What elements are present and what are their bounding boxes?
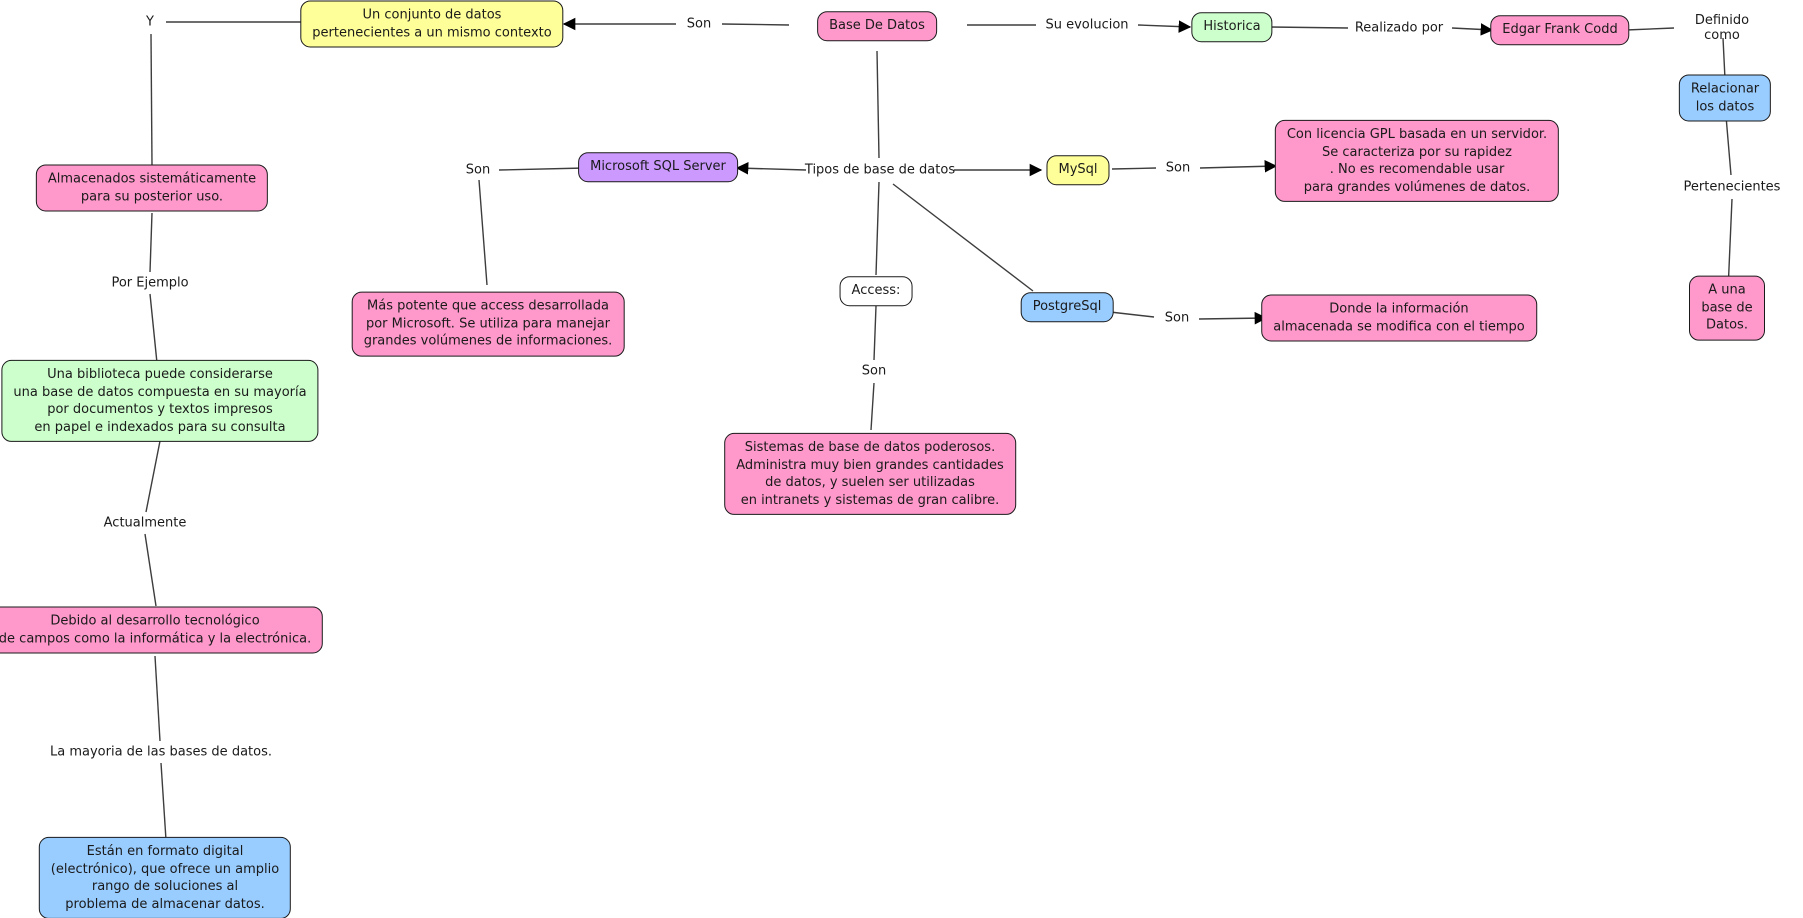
- connector-line: [1727, 198, 1733, 292]
- connector-line: [154, 655, 161, 742]
- linking-phrase-la-mayoria[interactable]: La mayoria de las bases de datos.: [50, 744, 272, 760]
- linking-phrase-su-evolucion[interactable]: Su evolucion: [1045, 17, 1129, 33]
- concept-relacionar-los-datos[interactable]: Relacionar los datos: [1678, 74, 1772, 122]
- connector-line: [1137, 20, 1192, 33]
- connector-line: [892, 183, 1034, 292]
- connector-line: [478, 179, 488, 286]
- connector-line: [149, 212, 153, 273]
- concept-access[interactable]: Access:: [839, 276, 913, 306]
- concept-microsoft-sql-server[interactable]: Microsoft SQL Server: [578, 152, 738, 182]
- concept-postgresql[interactable]: PostgreSql: [1020, 292, 1114, 322]
- concept-desarrollo-tecnologico[interactable]: Debido al desarrollo tecnológico de camp…: [0, 606, 324, 654]
- concept-access-description[interactable]: Sistemas de base de datos poderosos. Adm…: [724, 432, 1016, 516]
- concept-postgresql-description[interactable]: Donde la información almacenada se modif…: [1261, 294, 1537, 342]
- linking-phrase-son-mssql[interactable]: Son: [465, 162, 491, 178]
- concept-mysql-description[interactable]: Con licencia GPL basada en un servidor. …: [1274, 119, 1560, 203]
- connector-line: [144, 533, 157, 607]
- linking-phrase-por-ejemplo[interactable]: Por Ejemplo: [111, 275, 189, 291]
- connector-line: [149, 293, 158, 364]
- linking-phrase-son-mysql[interactable]: Son: [1165, 160, 1191, 176]
- connector-line: [870, 382, 875, 431]
- connector-line: [160, 762, 167, 841]
- connector-line: [876, 50, 880, 159]
- concept-mysql[interactable]: MySql: [1046, 155, 1110, 185]
- connector-line: [873, 305, 877, 361]
- connector-line: [1725, 115, 1732, 176]
- concept-almacenados[interactable]: Almacenados sistemáticamente para su pos…: [35, 164, 269, 212]
- connector-line: [1722, 37, 1726, 80]
- concept-conjunto-de-datos[interactable]: Un conjunto de datos pertenecientes a un…: [300, 0, 564, 48]
- linking-phrase-son-postgresql[interactable]: Son: [1164, 310, 1190, 326]
- connector-line: [721, 23, 790, 26]
- connector-line: [1625, 27, 1675, 31]
- linking-phrase-actualmente[interactable]: Actualmente: [103, 515, 187, 531]
- concept-base-de-datos[interactable]: Base De Datos: [817, 11, 937, 41]
- connector-line: [150, 33, 153, 166]
- concept-a-una-base-de-datos[interactable]: A una base de Datos.: [1689, 275, 1765, 341]
- linking-phrase-son-access[interactable]: Son: [861, 363, 887, 379]
- linking-phrase-definido-como[interactable]: Definido como: [1694, 13, 1750, 43]
- concept-formato-digital[interactable]: Están en formato digital (electrónico), …: [38, 836, 292, 918]
- linking-phrase-pertenecientes[interactable]: Pertenecientes: [1683, 179, 1781, 195]
- connector-line: [1198, 311, 1268, 325]
- concept-mssql-description[interactable]: Más potente que access desarrollada por …: [351, 291, 625, 357]
- linking-phrase-tipos-de-base-de-datos[interactable]: Tipos de base de datos: [804, 162, 956, 178]
- linking-phrase-realizado-por[interactable]: Realizado por: [1354, 20, 1444, 36]
- connector-line: [735, 162, 807, 175]
- connector-line: [1111, 167, 1157, 170]
- connector-line: [1451, 23, 1494, 36]
- connector-line: [145, 440, 161, 513]
- concept-edgar-frank-codd[interactable]: Edgar Frank Codd: [1490, 15, 1630, 45]
- connector-line: [1109, 311, 1155, 318]
- connector-line: [498, 167, 586, 171]
- concept-biblioteca-description[interactable]: Una biblioteca puede considerarse una ba…: [1, 359, 319, 443]
- concept-historica[interactable]: Historica: [1191, 12, 1273, 42]
- linking-phrase-y[interactable]: Y: [146, 14, 154, 30]
- connector-line: [1269, 26, 1349, 29]
- connector-line: [1199, 160, 1278, 173]
- connector-line: [875, 181, 880, 276]
- linking-phrase-son-conjunto[interactable]: Son: [686, 16, 712, 32]
